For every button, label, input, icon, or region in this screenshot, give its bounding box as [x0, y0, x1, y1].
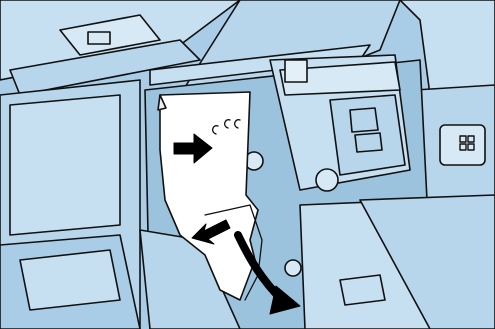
unit-latch: [285, 60, 307, 82]
roller: [285, 260, 301, 276]
left-side-panel: [0, 80, 140, 329]
roller: [316, 169, 338, 191]
panel-button-area: [440, 125, 485, 165]
lower-tray: [300, 195, 495, 329]
